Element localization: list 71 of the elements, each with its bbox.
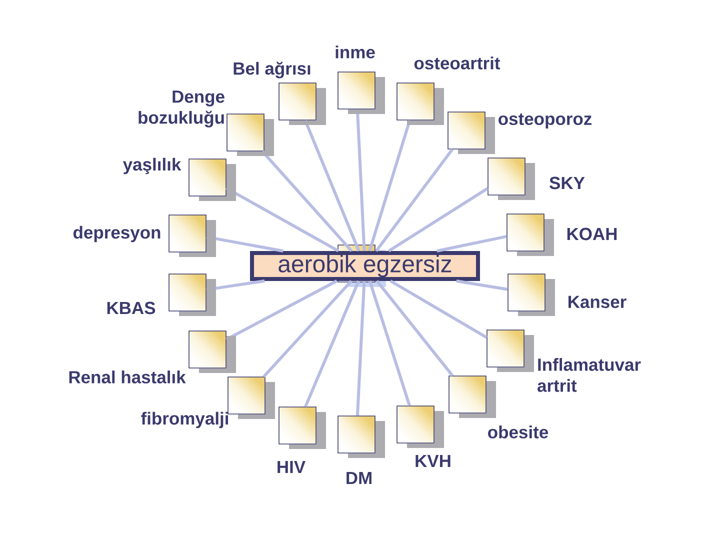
drop-shadow — [458, 117, 495, 154]
node-label: KOAH — [567, 228, 617, 240]
square-box — [448, 112, 486, 150]
drop-shadow — [199, 336, 236, 373]
node-label: DM — [346, 472, 372, 484]
square-box — [396, 82, 434, 120]
connector-line — [226, 280, 338, 341]
node-label: KVH — [416, 454, 450, 467]
connector-line — [368, 280, 411, 406]
drop-shadow — [289, 412, 326, 449]
drop-shadow — [459, 381, 496, 418]
node-label: Bel ağrısı — [234, 62, 310, 78]
square-box — [488, 158, 526, 196]
node-label: fibromyalji — [141, 412, 228, 428]
node-label: depresyon — [73, 226, 160, 242]
drop-shadow — [237, 119, 274, 156]
node-label: Kanser — [568, 296, 626, 308]
drop-shadow — [289, 88, 326, 125]
connector-line — [206, 235, 284, 252]
square-box — [486, 330, 524, 368]
connector-line — [436, 234, 507, 252]
drop-shadow — [348, 421, 385, 458]
drop-shadow — [498, 163, 535, 200]
square-box — [338, 416, 376, 454]
square-box — [226, 114, 264, 152]
connector-line — [206, 280, 265, 292]
connector-line — [304, 120, 360, 252]
connector-line — [376, 280, 454, 377]
drop-shadow — [238, 382, 275, 419]
square-box — [188, 158, 226, 196]
drop-shadow — [407, 88, 444, 125]
square-box — [508, 274, 546, 312]
node-label: KBAS — [107, 302, 156, 314]
connector-line — [262, 280, 352, 378]
node-label: yaşlılık — [122, 158, 182, 174]
node-label: osteoartrit — [414, 56, 500, 70]
square-box — [188, 330, 226, 368]
node-label: osteoporoz — [498, 113, 592, 129]
node-label: obesite — [488, 426, 548, 438]
square-box — [506, 214, 544, 252]
drop-shadow — [179, 279, 216, 316]
drop-shadow — [348, 77, 385, 114]
node-label: inme — [336, 46, 375, 58]
drop-shadow — [199, 164, 236, 201]
connector-line — [368, 120, 412, 252]
connector-line — [375, 148, 454, 252]
drop-shadow — [179, 220, 216, 257]
square-box — [396, 406, 434, 444]
square-box — [168, 274, 206, 312]
drop-shadow — [407, 411, 444, 448]
square-box — [278, 406, 316, 444]
square-box — [278, 82, 316, 120]
square-box — [168, 214, 206, 252]
connector-line — [390, 280, 488, 339]
square-box — [228, 376, 266, 414]
hub-box: aerobik egzersiz — [250, 251, 480, 281]
drop-shadow — [518, 279, 555, 316]
node-label: HIV — [278, 460, 306, 473]
connector-line — [304, 280, 360, 408]
connector-line — [456, 280, 508, 291]
connector-line — [261, 150, 353, 252]
square-box — [338, 72, 376, 110]
drop-shadow — [517, 219, 554, 256]
connector-line — [226, 186, 340, 252]
drop-shadow — [497, 335, 534, 372]
node-label: Inflamatuvar artrit — [538, 358, 641, 392]
square-box — [448, 376, 486, 414]
connector-line — [388, 187, 488, 252]
node-label: Renal hastalık — [69, 370, 186, 384]
node-label: SKY — [550, 176, 585, 190]
node-label: Denge bozukluğu — [138, 90, 224, 128]
